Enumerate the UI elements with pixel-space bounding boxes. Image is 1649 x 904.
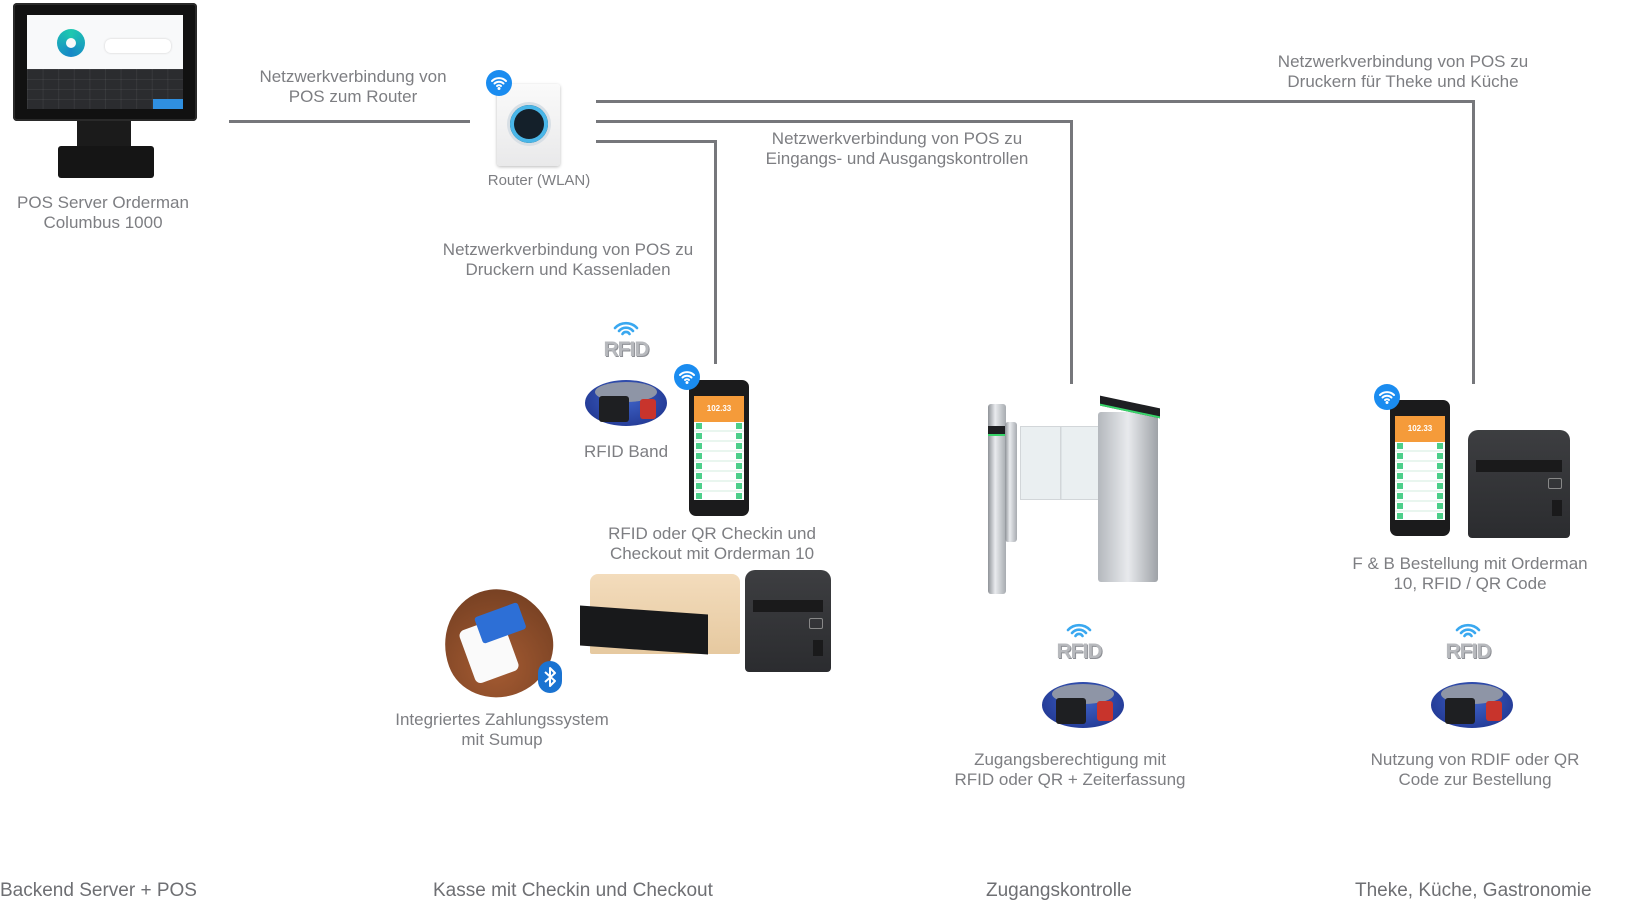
- gate-label: Zugangsberechtigung mit RFID oder QR + Z…: [954, 750, 1186, 789]
- section-backend: Backend Server + POS: [0, 880, 197, 901]
- rfid-logo-icon: RFID: [1443, 622, 1493, 664]
- orderman-kasse-label: RFID oder QR Checkin und Checkout mit Or…: [608, 524, 816, 563]
- wifi-icon: [1374, 384, 1400, 410]
- section-kasse: Kasse mit Checkin und Checkout: [433, 880, 713, 901]
- orderman-phone-image: 102.33: [1390, 400, 1450, 536]
- section-theke: Theke, Küche, Gastronomie: [1355, 880, 1592, 901]
- rfid-logo-icon: RFID: [601, 320, 651, 362]
- rfid-band-label: RFID Band: [583, 442, 669, 461]
- edge-router-kasse-v: [714, 140, 717, 364]
- rfid-theke-label: Nutzung von RDIF oder QR Code zur Bestel…: [1370, 750, 1580, 789]
- pos-server-label: POS Server Orderman Columbus 1000: [17, 193, 189, 232]
- rfid-band-image: [585, 374, 667, 429]
- wifi-icon: [486, 70, 512, 96]
- receipt-printer-image: [745, 570, 831, 672]
- edge-router-kasse-h: [596, 140, 717, 143]
- edge-label-router-theke: Netzwerkverbindung von POS zu Druckern f…: [1277, 52, 1529, 91]
- bluetooth-icon: [538, 661, 562, 693]
- edge-pos-router: [229, 120, 470, 123]
- fb-order-label: F & B Bestellung mit Orderman 10, RFID /…: [1352, 554, 1588, 593]
- rfid-band-image: [1431, 676, 1513, 731]
- columbus-logo-icon: [57, 29, 85, 57]
- edge-router-theke-v: [1472, 100, 1475, 384]
- edge-label-router-gate: Netzwerkverbindung von POS zu Eingangs- …: [765, 129, 1029, 168]
- edge-router-gate-h: [596, 120, 1073, 123]
- wifi-icon: [674, 364, 700, 390]
- edge-router-gate-v: [1070, 120, 1073, 384]
- kitchen-printer-image: [1468, 430, 1570, 538]
- sumup-label: Integriertes Zahlungssystem mit Sumup: [395, 710, 609, 749]
- section-zugangskontrolle: Zugangskontrolle: [986, 880, 1132, 901]
- rfid-band-image: [1042, 676, 1124, 731]
- orderman-phone-image: 102.33: [689, 380, 749, 516]
- router-label: Router (WLAN): [487, 172, 591, 189]
- edge-router-theke-h: [596, 100, 1475, 103]
- edge-label-pos-router: Netzwerkverbindung von POS zum Router: [259, 67, 447, 106]
- router-image: [497, 84, 560, 166]
- cash-drawer-image: [580, 574, 740, 656]
- rfid-logo-icon: RFID: [1054, 622, 1104, 664]
- pos-monitor-image: [13, 3, 197, 121]
- edge-label-router-kasse: Netzwerkverbindung von POS zu Druckern u…: [442, 240, 694, 279]
